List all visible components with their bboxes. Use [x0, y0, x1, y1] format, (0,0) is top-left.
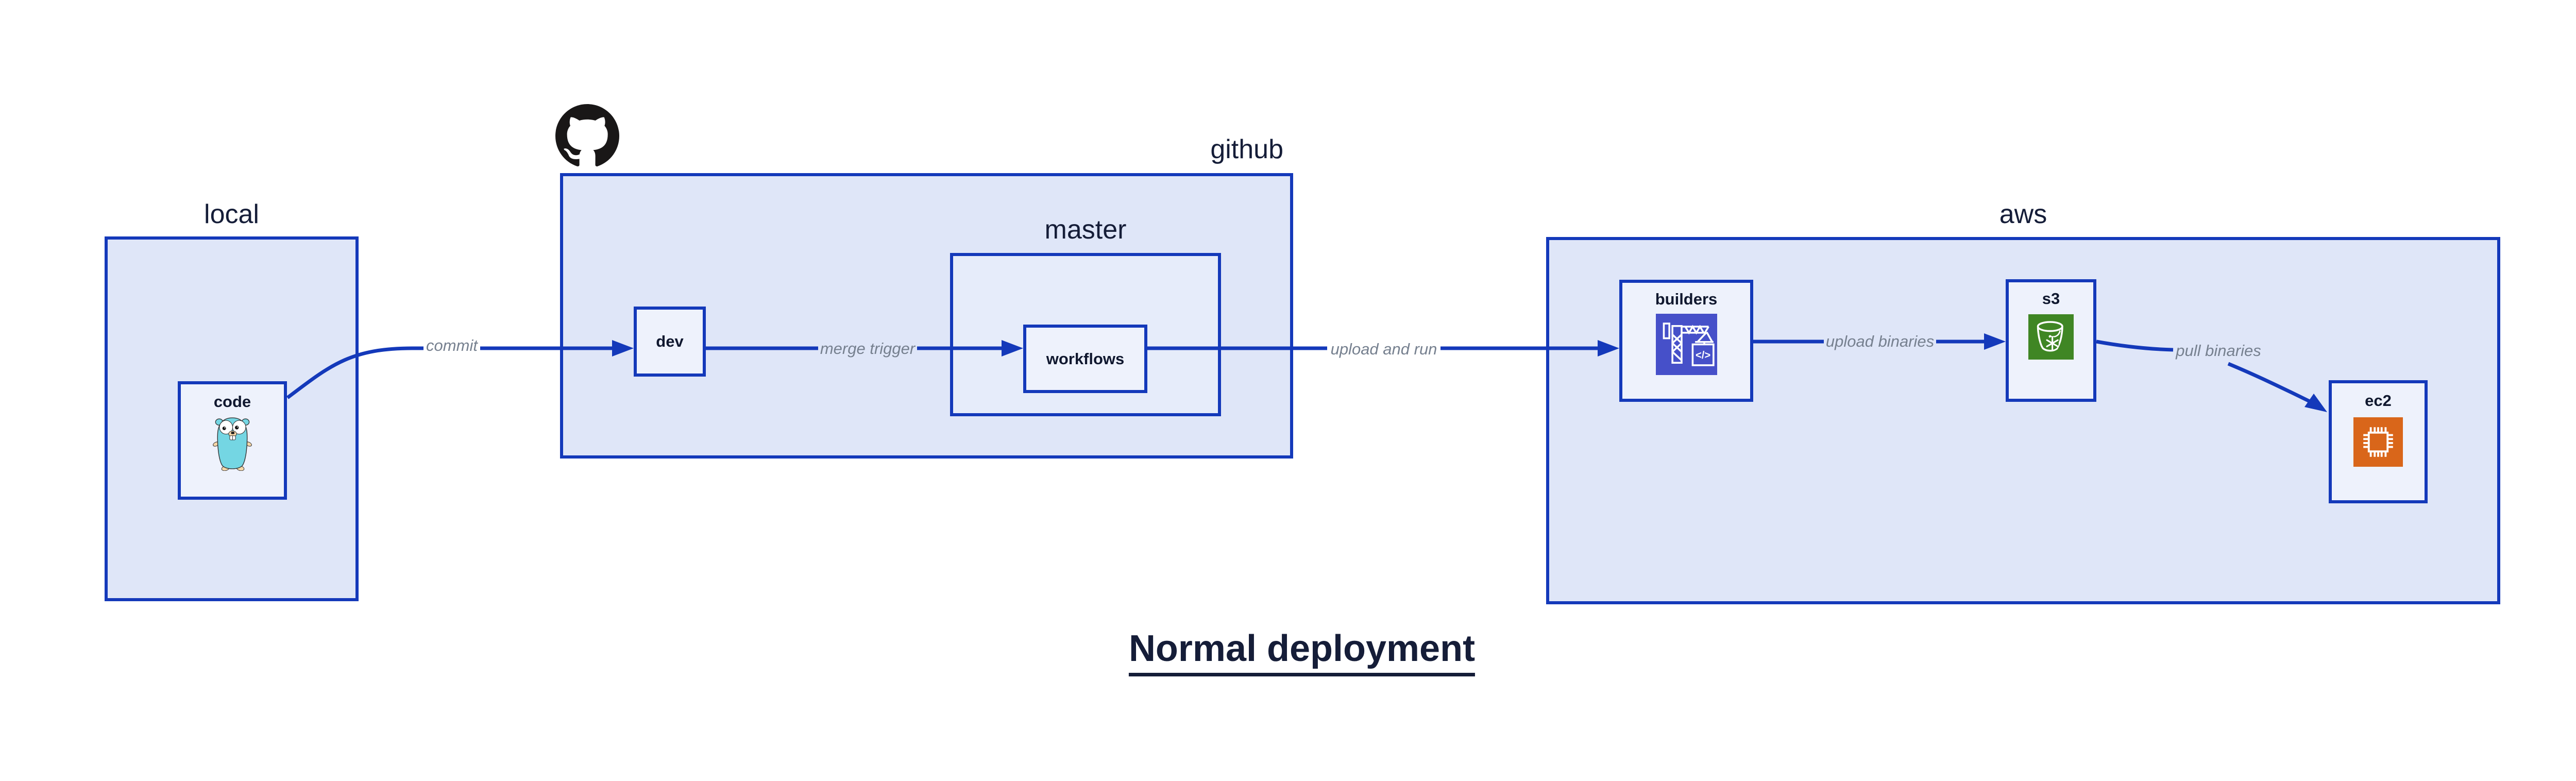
node-label-dev: dev — [656, 332, 684, 350]
node-label-builders: builders — [1655, 290, 1718, 308]
node-label-ec2: ec2 — [2365, 392, 2392, 410]
group-label-local: local — [204, 199, 259, 229]
edge-label-upload-binaries: upload binaries — [1825, 332, 1935, 350]
go-gopher-icon — [213, 417, 252, 471]
node-ec2: ec2 — [2329, 380, 2428, 503]
edge-label-upload-and-run: upload and run — [1330, 340, 1437, 358]
node-code: code — [178, 381, 287, 500]
codebuild-crane-icon: </> — [1655, 314, 1717, 375]
group-label-github: github — [1210, 134, 1283, 164]
group-label-aws: aws — [1999, 199, 2047, 229]
node-label-s3: s3 — [2042, 290, 2060, 308]
node-label-code: code — [213, 393, 251, 411]
edge-label-pull-binaries: pull binaries — [2176, 342, 2261, 360]
node-s3: s3 — [2006, 279, 2096, 402]
s3-glacier-bucket-icon — [2028, 314, 2074, 360]
node-builders: builders </> — [1619, 280, 1753, 402]
diagram-title: Normal deployment — [1128, 629, 1476, 676]
edge-label-merge-trigger: merge trigger — [820, 339, 916, 358]
github-octocat-icon — [555, 104, 619, 166]
edge-label-commit: commit — [426, 336, 478, 354]
node-dev: dev — [634, 307, 706, 377]
ec2-chip-icon — [2353, 417, 2403, 467]
group-label-master: master — [1044, 215, 1127, 245]
node-workflows: workflows — [1023, 325, 1147, 393]
node-label-workflows: workflows — [1046, 349, 1125, 368]
svg-text:</>: </> — [1696, 350, 1710, 361]
